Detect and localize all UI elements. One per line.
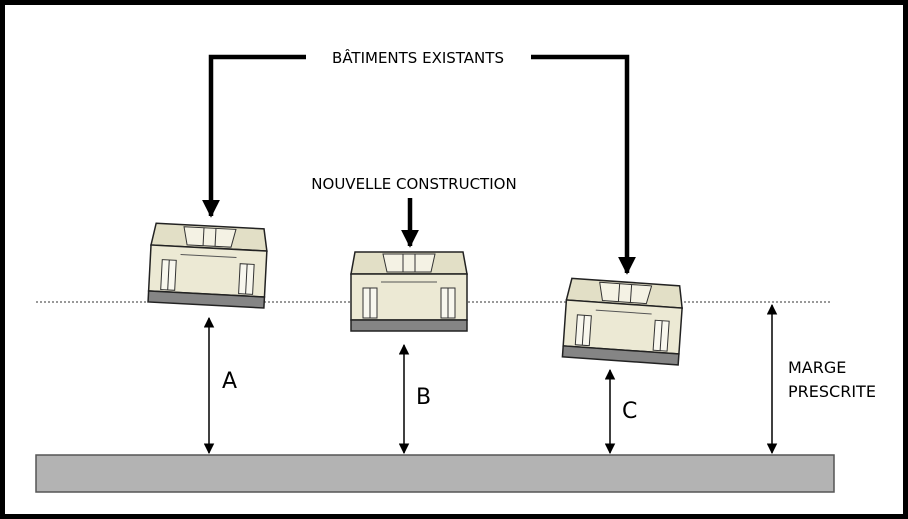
new-building <box>350 251 468 332</box>
dimension-label-a: A <box>222 369 237 394</box>
existing-building-left <box>147 222 269 309</box>
existing-building-right <box>561 277 685 366</box>
margin-label-line2: PRESCRITE <box>788 382 876 401</box>
new-construction-label: NOUVELLE CONSTRUCTION <box>311 175 516 193</box>
existing-buildings-pointer <box>202 54 636 275</box>
dimension-label-b: B <box>416 385 431 410</box>
existing-buildings-label: BÂTIMENTS EXISTANTS <box>332 48 504 67</box>
street-strip <box>35 454 835 493</box>
margin-label-line1: MARGE <box>788 358 846 377</box>
dimension-label-c: C <box>622 399 637 424</box>
